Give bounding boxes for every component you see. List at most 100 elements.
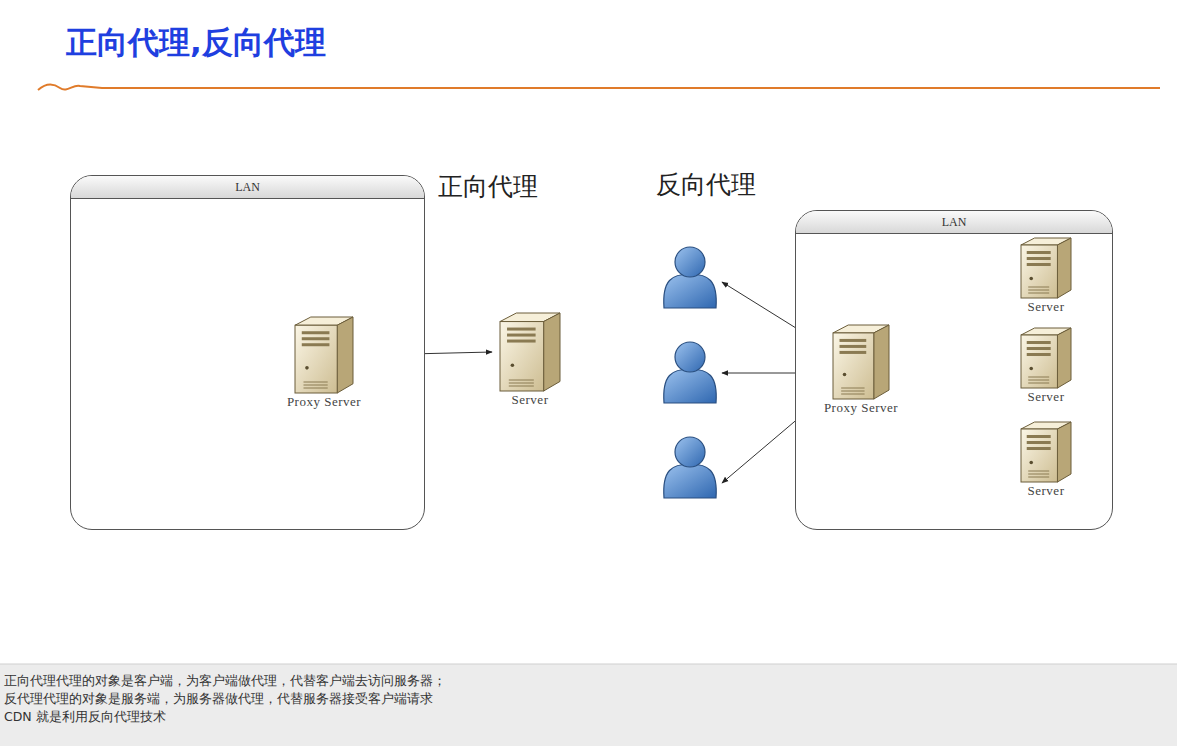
server-graphic bbox=[1020, 237, 1072, 299]
lan-region: Proxy Server LAN bbox=[70, 175, 425, 530]
vent-line bbox=[509, 380, 534, 381]
panel-border bbox=[0, 664, 1177, 665]
drive-slot bbox=[302, 337, 330, 340]
server-node: Proxy Server bbox=[283, 316, 366, 410]
server-node: Server bbox=[495, 312, 565, 408]
server-icon bbox=[1021, 238, 1071, 298]
server-node: Server bbox=[1016, 237, 1076, 315]
title-underline bbox=[38, 84, 1160, 90]
user-head bbox=[675, 342, 705, 372]
vent-line bbox=[1028, 380, 1049, 381]
server-label: Proxy Server bbox=[283, 394, 366, 410]
drive-slot bbox=[507, 340, 536, 343]
note-panel bbox=[0, 664, 1177, 746]
vent-line bbox=[1028, 474, 1049, 475]
server-node: Server bbox=[1016, 327, 1076, 405]
drive-slot bbox=[1027, 347, 1051, 350]
vent-line bbox=[841, 388, 864, 389]
server-side bbox=[1057, 328, 1071, 388]
server-node: Server bbox=[1016, 421, 1076, 499]
drive-slot bbox=[1027, 447, 1051, 450]
user-icon bbox=[664, 247, 717, 308]
server-graphic bbox=[294, 316, 354, 394]
power-led bbox=[1029, 367, 1033, 371]
server-side bbox=[874, 325, 889, 399]
drive-slot bbox=[302, 331, 330, 334]
vent-line bbox=[304, 388, 328, 389]
region-header: LAN bbox=[71, 176, 424, 199]
vent-line bbox=[1028, 290, 1049, 291]
user-body bbox=[664, 464, 717, 498]
drive-slot bbox=[840, 351, 867, 354]
user-body bbox=[664, 369, 717, 403]
section-label: 正向代理 bbox=[438, 170, 538, 203]
drive-slot bbox=[1027, 435, 1051, 438]
drive-slot bbox=[1027, 263, 1051, 266]
server-front bbox=[833, 333, 874, 399]
vent-line bbox=[841, 394, 864, 395]
server-front bbox=[500, 322, 544, 391]
lan-region: Proxy ServerServerServerServerLAN bbox=[795, 210, 1113, 530]
server-graphic bbox=[1020, 327, 1072, 389]
server-side bbox=[1057, 238, 1071, 298]
vent-line bbox=[1028, 377, 1049, 378]
vent-line bbox=[841, 391, 864, 392]
server-icon bbox=[1021, 422, 1071, 482]
drive-slot bbox=[840, 339, 867, 342]
drive-slot bbox=[1027, 341, 1051, 344]
user-head bbox=[675, 437, 705, 467]
server-front bbox=[1021, 335, 1057, 388]
server-icon bbox=[295, 317, 353, 393]
note-text: CDN 就是利用反向代理技术 bbox=[4, 708, 166, 725]
server-node: Proxy Server bbox=[820, 324, 903, 416]
user-icon bbox=[664, 342, 717, 403]
server-front bbox=[1021, 245, 1057, 298]
server-front bbox=[295, 325, 337, 393]
user-body bbox=[664, 274, 717, 308]
vent-line bbox=[1028, 471, 1049, 472]
drive-slot bbox=[1027, 353, 1051, 356]
server-label: Proxy Server bbox=[820, 400, 903, 416]
server-side bbox=[544, 313, 560, 391]
server-label: Server bbox=[1016, 483, 1076, 499]
vent-line bbox=[1028, 287, 1049, 288]
server-icon bbox=[1021, 328, 1071, 388]
server-graphic bbox=[499, 312, 561, 392]
server-label: Server bbox=[1016, 389, 1076, 405]
server-label: Server bbox=[495, 392, 565, 408]
vent-line bbox=[509, 383, 534, 384]
vent-line bbox=[1028, 383, 1049, 384]
drive-slot bbox=[1027, 251, 1051, 254]
section-label: 反向代理 bbox=[656, 168, 756, 201]
note-text: 反代理代理的对象是服务端，为服务器做代理，代替服务器接受客户端请求 bbox=[4, 690, 433, 707]
server-label: Server bbox=[1016, 299, 1076, 315]
note-text: 正向代理代理的对象是客户端，为客户端做代理，代替客户端去访问服务器； bbox=[4, 672, 446, 689]
vent-line bbox=[304, 382, 328, 383]
server-icon bbox=[833, 325, 889, 399]
power-led bbox=[511, 363, 515, 367]
vent-line bbox=[304, 385, 328, 386]
power-led bbox=[1029, 277, 1033, 281]
region-header: LAN bbox=[796, 211, 1112, 234]
server-side bbox=[1057, 422, 1071, 482]
vent-line bbox=[1028, 477, 1049, 478]
drive-slot bbox=[302, 343, 330, 346]
server-graphic bbox=[1020, 421, 1072, 483]
power-led bbox=[1029, 461, 1033, 465]
drive-slot bbox=[1027, 441, 1051, 444]
server-graphic bbox=[832, 324, 890, 400]
title: 正向代理,反向代理 bbox=[66, 22, 326, 64]
power-led bbox=[305, 366, 309, 370]
server-front bbox=[1021, 429, 1057, 482]
vent-line bbox=[1028, 293, 1049, 294]
drive-slot bbox=[1027, 257, 1051, 260]
user-icon bbox=[664, 437, 717, 498]
power-led bbox=[843, 373, 847, 377]
server-side bbox=[337, 317, 353, 393]
drive-slot bbox=[840, 345, 867, 348]
user-head bbox=[675, 247, 705, 277]
server-icon bbox=[500, 313, 560, 391]
drive-slot bbox=[507, 328, 536, 331]
